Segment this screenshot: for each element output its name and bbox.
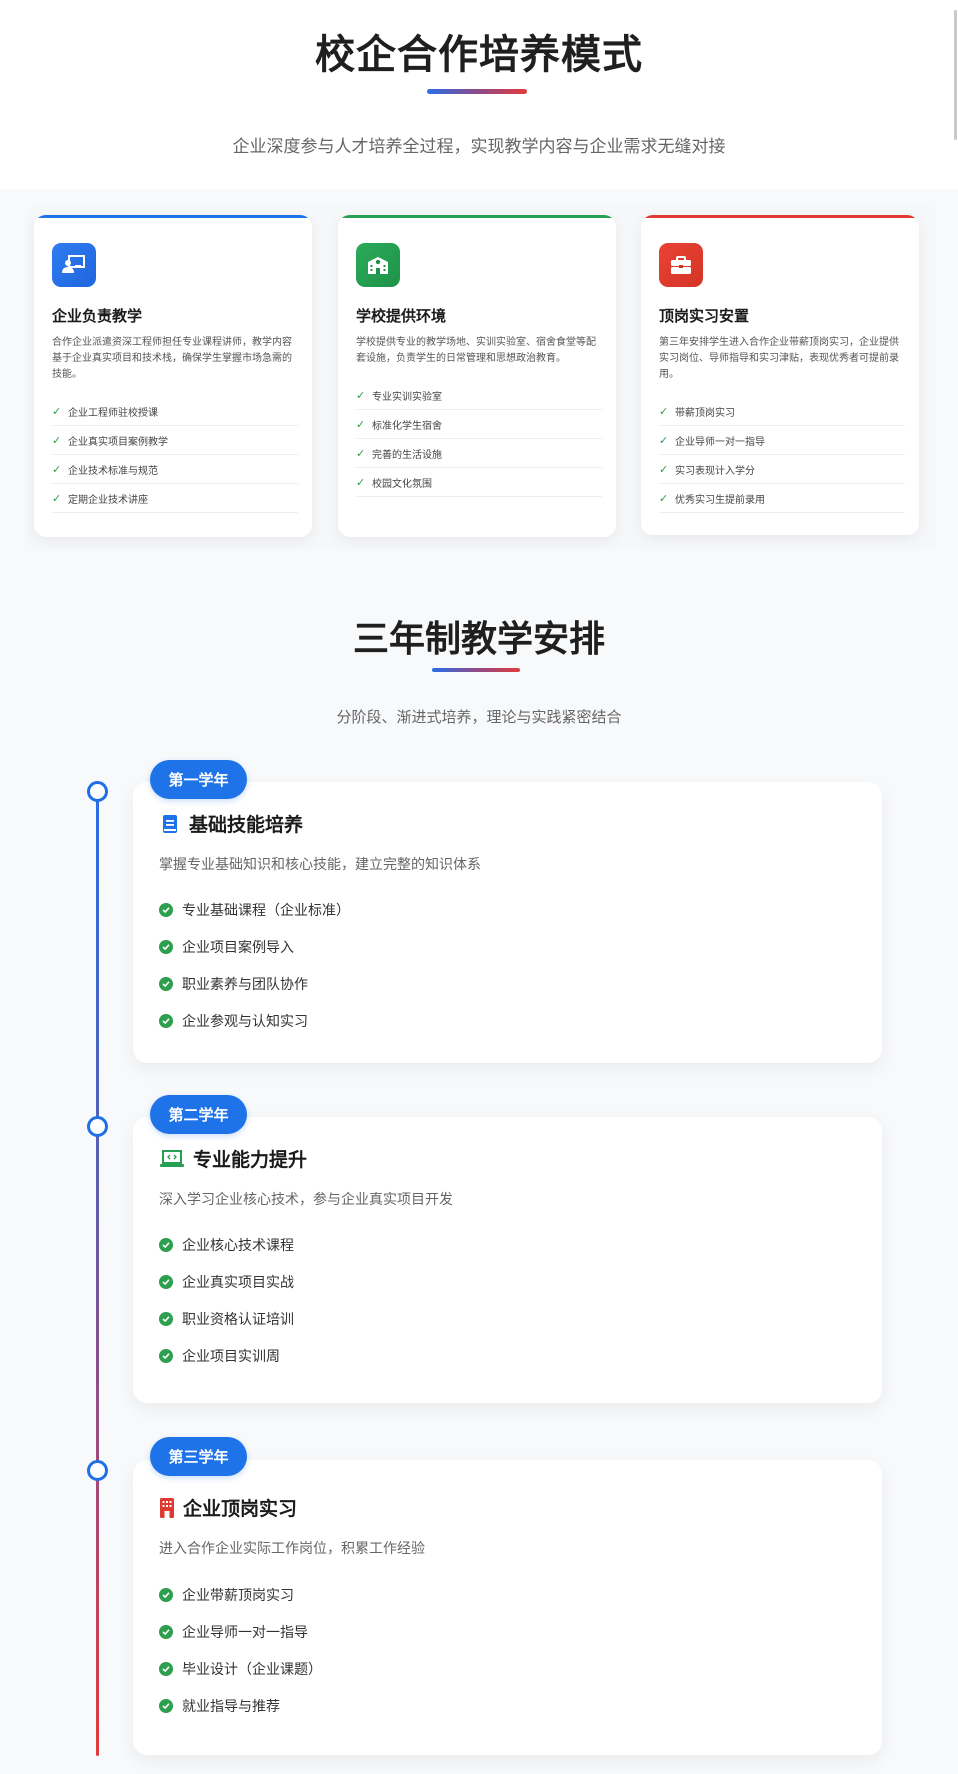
check-icon: ✓: [659, 462, 669, 476]
check-icon: ✓: [356, 475, 366, 489]
list-item: ✓专业实训实验室: [356, 381, 602, 410]
feature-list: ✓企业工程师驻校授课 ✓企业真实项目案例教学 ✓企业技术标准与规范 ✓定期企业技…: [52, 397, 298, 513]
card-list: 企业带薪顶岗实习 企业导师一对一指导 毕业设计（企业课题） 就业指导与推荐: [159, 1576, 322, 1724]
list-item: 企业参观与认知实习: [159, 1002, 350, 1039]
check-circle-icon: [159, 1587, 173, 1602]
page-subtitle: 企业深度参与人才培养全过程，实现教学内容与企业需求无缝对接: [232, 137, 726, 157]
check-icon: ✓: [52, 433, 62, 447]
check-icon: ✓: [659, 433, 669, 447]
list-item: 企业项目实训周: [159, 1337, 294, 1374]
list-item: 企业核心技术课程: [159, 1226, 294, 1263]
building-icon: [159, 1497, 175, 1519]
check-circle-icon: [159, 976, 173, 991]
feature-desc: 合作企业派遣资深工程师担任专业课程讲师，教学内容基于企业真实项目和技术栈，确保学…: [52, 337, 292, 380]
card-accent-line: [338, 215, 616, 218]
title-underline: [427, 89, 527, 94]
list-item: ✓带薪顶岗实习: [659, 397, 905, 426]
feature-card-enterprise-teaching: 企业负责教学 合作企业派遣资深工程师担任专业课程讲师，教学内容基于企业真实项目和…: [34, 215, 312, 537]
feature-list: ✓专业实训实验室 ✓标准化学生宿舍 ✓完善的生活设施 ✓校园文化氛围: [356, 381, 602, 497]
timeline-dot: [87, 781, 108, 802]
list-item: ✓定期企业技术讲座: [52, 484, 298, 513]
timeline-card-year-1: 基础技能培养 掌握专业基础知识和核心技能，建立完整的知识体系 专业基础课程（企业…: [133, 782, 882, 1063]
feature-list: ✓带薪顶岗实习 ✓企业导师一对一指导 ✓实习表现计入学分 ✓优秀实习生提前录用: [659, 397, 905, 513]
check-circle-icon: [159, 939, 173, 954]
card-desc: 掌握专业基础知识和核心技能，建立完整的知识体系: [159, 857, 481, 873]
year-badge: 第三学年: [150, 1437, 247, 1476]
check-icon: ✓: [659, 491, 669, 505]
list-item: ✓校园文化氛围: [356, 468, 602, 497]
section-subtitle: 分阶段、渐进式培养，理论与实践紧密结合: [336, 708, 622, 726]
card-header: 专业能力提升: [159, 1145, 307, 1172]
list-item: 就业指导与推荐: [159, 1687, 322, 1724]
card-accent-line: [34, 215, 312, 218]
laptop-code-icon: [159, 1148, 185, 1170]
briefcase-icon: [659, 243, 703, 287]
list-item: ✓标准化学生宿舍: [356, 410, 602, 439]
list-item: 企业项目案例导入: [159, 928, 350, 965]
feature-desc: 学校提供专业的教学场地、实训实验室、宿舍食堂等配套设施，负责学生的日常管理和思想…: [356, 337, 596, 364]
check-circle-icon: [159, 1698, 173, 1713]
card-header: 基础技能培养: [159, 810, 303, 837]
list-item: 企业导师一对一指导: [159, 1613, 322, 1650]
section-title: 三年制教学安排: [352, 619, 605, 660]
list-item: 专业基础课程（企业标准）: [159, 891, 350, 928]
teacher-icon: [52, 243, 96, 287]
feature-card-internship-placement: 顶岗实习安置 第三年安排学生进入合作企业带薪顶岗实习，企业提供实习岗位、导师指导…: [641, 215, 919, 535]
check-circle-icon: [159, 1311, 173, 1326]
hero-section: 校企合作培养模式 企业深度参与人才培养全过程，实现教学内容与企业需求无缝对接: [0, 0, 958, 189]
page-title: 校企合作培养模式: [315, 32, 643, 78]
list-item: ✓实习表现计入学分: [659, 455, 905, 484]
card-accent-line: [641, 215, 919, 218]
list-item: ✓完善的生活设施: [356, 439, 602, 468]
check-icon: ✓: [356, 388, 366, 402]
feature-desc: 第三年安排学生进入合作企业带薪顶岗实习，企业提供实习岗位、导师指导和实习津贴，表…: [659, 337, 899, 380]
check-icon: ✓: [659, 404, 669, 418]
timeline-card-year-2: 专业能力提升 深入学习企业核心技术，参与企业真实项目开发 企业核心技术课程 企业…: [133, 1117, 882, 1403]
year-badge: 第二学年: [150, 1095, 247, 1134]
timeline-line: [96, 790, 99, 1756]
book-icon: [159, 813, 181, 835]
check-icon: ✓: [52, 462, 62, 476]
check-circle-icon: [159, 1237, 173, 1252]
check-icon: ✓: [52, 404, 62, 418]
school-icon: [356, 243, 400, 287]
card-list: 企业核心技术课程 企业真实项目实战 职业资格认证培训 企业项目实训周: [159, 1226, 294, 1374]
check-icon: ✓: [52, 491, 62, 505]
feature-title: 企业负责教学: [52, 307, 143, 325]
card-desc: 进入合作企业实际工作岗位，积累工作经验: [159, 1541, 425, 1557]
timeline-card-year-3: 企业顶岗实习 进入合作企业实际工作岗位，积累工作经验 企业带薪顶岗实习 企业导师…: [133, 1460, 882, 1755]
card-desc: 深入学习企业核心技术，参与企业真实项目开发: [159, 1192, 453, 1208]
list-item: 毕业设计（企业课题）: [159, 1650, 322, 1687]
check-icon: ✓: [356, 446, 366, 460]
timeline-dot: [87, 1116, 108, 1137]
card-title: 企业顶岗实习: [183, 1498, 298, 1520]
list-item: 职业资格认证培训: [159, 1300, 294, 1337]
card-list: 专业基础课程（企业标准） 企业项目案例导入 职业素养与团队协作 企业参观与认知实…: [159, 891, 350, 1039]
card-header: 企业顶岗实习: [159, 1494, 297, 1521]
card-title: 基础技能培养: [189, 814, 304, 836]
feature-title: 顶岗实习安置: [659, 307, 750, 325]
check-circle-icon: [159, 1274, 173, 1289]
check-icon: ✓: [356, 417, 366, 431]
feature-title: 学校提供环境: [356, 307, 447, 325]
card-title: 专业能力提升: [193, 1149, 308, 1171]
check-circle-icon: [159, 1624, 173, 1639]
check-circle-icon: [159, 1348, 173, 1363]
scrollbar[interactable]: [954, 10, 957, 140]
feature-card-school-environment: 学校提供环境 学校提供专业的教学场地、实训实验室、宿舍食堂等配套设施，负责学生的…: [338, 215, 616, 537]
list-item: ✓企业导师一对一指导: [659, 426, 905, 455]
list-item: ✓企业技术标准与规范: [52, 455, 298, 484]
list-item: ✓企业真实项目案例教学: [52, 426, 298, 455]
year-badge: 第一学年: [150, 760, 247, 799]
check-circle-icon: [159, 902, 173, 917]
timeline-dot: [87, 1460, 108, 1481]
list-item: 企业带薪顶岗实习: [159, 1576, 322, 1613]
list-item: 企业真实项目实战: [159, 1263, 294, 1300]
list-item: ✓企业工程师驻校授课: [52, 397, 298, 426]
check-circle-icon: [159, 1661, 173, 1676]
check-circle-icon: [159, 1013, 173, 1028]
list-item: 职业素养与团队协作: [159, 965, 350, 1002]
list-item: ✓优秀实习生提前录用: [659, 484, 905, 513]
section-title-underline: [432, 668, 520, 672]
